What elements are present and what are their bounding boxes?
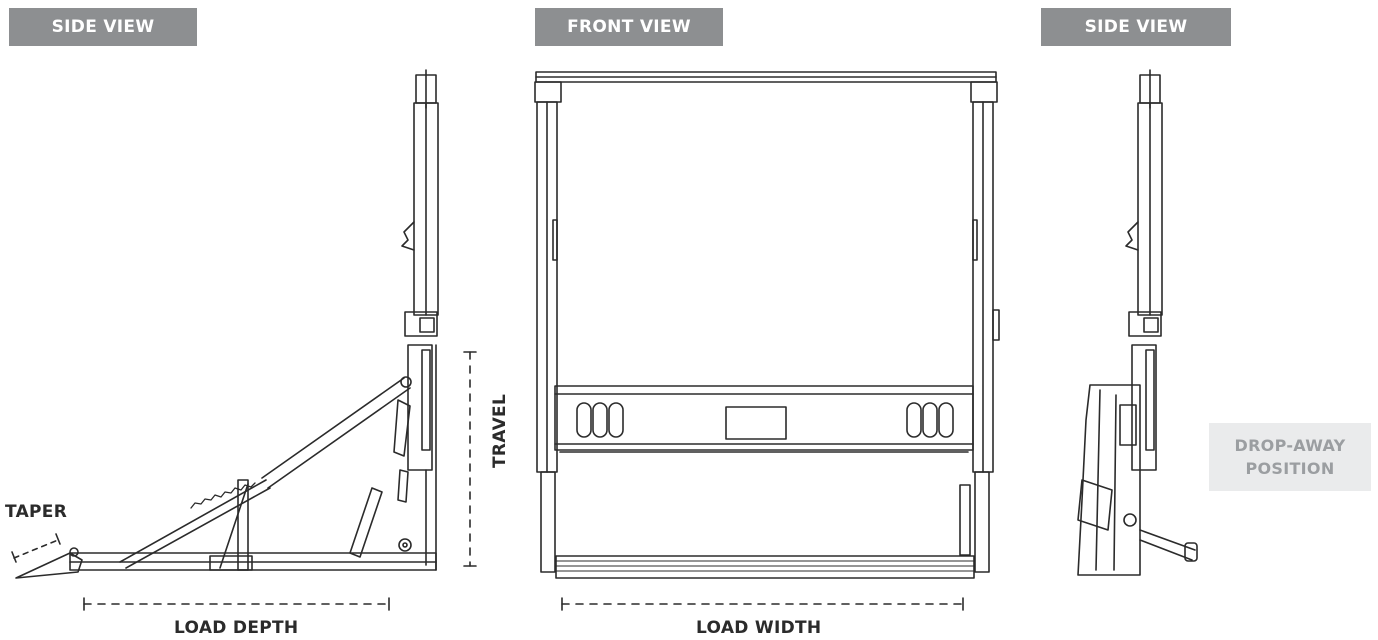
drop-away-line-1: DROP-AWAY (1234, 436, 1346, 455)
load-width-label: LOAD WIDTH (696, 618, 822, 638)
side-view-left-drawing (12, 70, 476, 610)
drop-away-line-2: POSITION (1245, 459, 1335, 478)
side-view-right-drawing (1078, 70, 1197, 575)
load-depth-label: LOAD DEPTH (174, 618, 299, 638)
drop-away-position-box: DROP-AWAY POSITION (1209, 423, 1371, 491)
taper-label: TAPER (5, 502, 68, 522)
side-view-left-tag: SIDE VIEW (9, 8, 197, 46)
side-view-right-tag: SIDE VIEW (1041, 8, 1231, 46)
front-view-drawing (535, 72, 999, 610)
travel-label: TRAVEL (490, 393, 510, 468)
front-view-tag: FRONT VIEW (535, 8, 723, 46)
